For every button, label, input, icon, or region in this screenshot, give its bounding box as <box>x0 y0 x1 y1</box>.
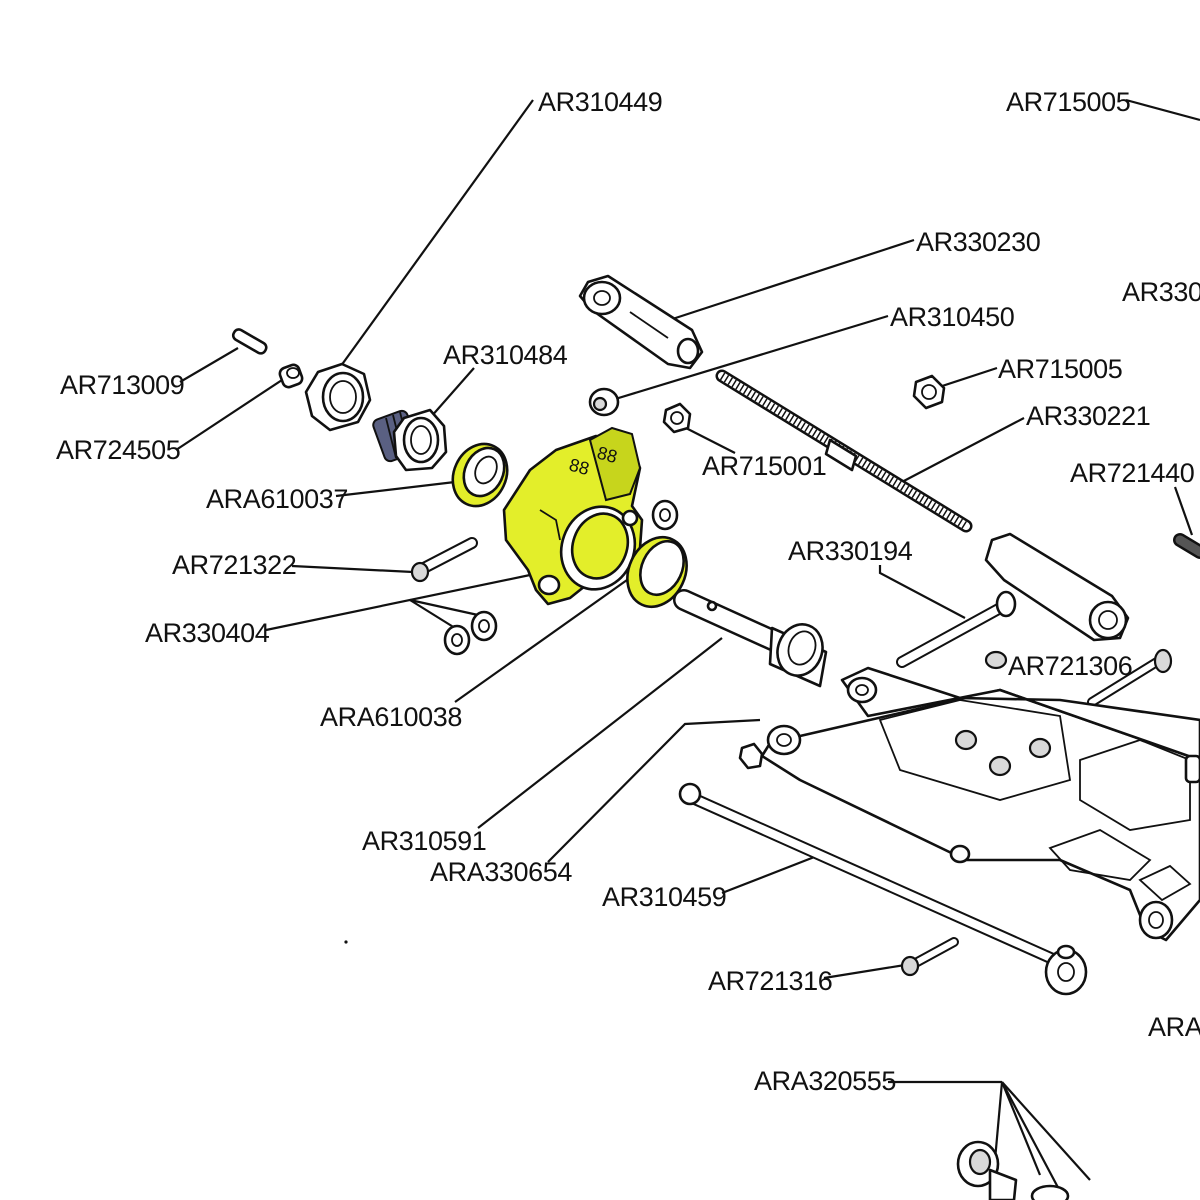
pivot-ball-part <box>588 387 620 417</box>
leader-ara320555-b <box>1000 1081 1042 1176</box>
screw-part-a <box>984 650 1008 670</box>
label-ar330230: AR330230 <box>916 227 1040 257</box>
leader-ara610038 <box>454 579 628 703</box>
leader-ar310591 <box>477 637 723 829</box>
small-spacer-part <box>278 363 304 389</box>
edge-insert-part <box>1184 754 1200 784</box>
label-ara-cut: ARA <box>1148 1012 1200 1042</box>
leader-ar330194 <box>878 565 966 619</box>
label-ar310450: AR310450 <box>890 302 1014 332</box>
locknut-part-c <box>738 742 764 770</box>
leader-ar330221 <box>899 417 1025 484</box>
leader-ar330404-a <box>409 599 456 629</box>
leader-ara320555-c <box>1001 1081 1091 1181</box>
turnbuckle-rod-part <box>715 369 973 533</box>
label-ar715001: AR715001 <box>702 451 826 481</box>
leader-ar721322 <box>291 564 414 574</box>
label-ar721306: AR721306 <box>1008 651 1132 681</box>
label-ar721316: AR721316 <box>708 966 832 996</box>
label-ar310459: AR310459 <box>602 882 726 912</box>
bearing-inner-part <box>451 442 509 508</box>
label-ar310591: AR310591 <box>362 826 486 856</box>
label-ar330404: AR330404 <box>145 618 270 648</box>
label-ar310484: AR310484 <box>443 340 568 370</box>
label-ara610038: ARA610038 <box>320 702 462 732</box>
leader-ara320555-a <box>993 1081 1004 1161</box>
label-ar713009: AR713009 <box>60 370 184 400</box>
bearing-outer-part <box>626 535 688 609</box>
leader-ara330654 <box>547 718 761 863</box>
leader-ar715001 <box>679 424 736 454</box>
leader-ar713009 <box>179 347 239 383</box>
axle-shaft-part <box>673 589 828 688</box>
label-ar3304-cut: AR3304 <box>1122 277 1200 307</box>
leader-ar330230 <box>647 238 915 329</box>
small-pin-part <box>231 328 268 355</box>
label-ar721322: AR721322 <box>172 550 296 580</box>
hub-carrier-part: 88 88 <box>502 426 644 606</box>
leader-ar721440 <box>1173 486 1194 536</box>
leader-ara320555-d <box>1001 1081 1063 1196</box>
label-ara610037: ARA610037 <box>206 484 348 514</box>
leader-ar330404-main <box>265 573 531 632</box>
label-ar715005-top: AR715005 <box>1006 87 1130 117</box>
washer-part-c <box>470 610 498 642</box>
screw-part-b <box>1087 648 1173 707</box>
label-ara320555: ARA320555 <box>754 1066 896 1096</box>
screw-part-c <box>900 937 959 977</box>
leader-ar310484 <box>429 367 475 419</box>
leader-ar330404-b <box>409 598 479 617</box>
label-ar721440: AR721440 <box>1070 458 1194 488</box>
rod-end-lower-part <box>984 532 1130 642</box>
leader-ara610037 <box>335 480 456 498</box>
leader-ar310449 <box>337 99 534 371</box>
locknut-part-b <box>912 374 946 410</box>
leader-ar310450 <box>611 314 889 402</box>
edge-pin-part <box>1173 533 1200 559</box>
stray-dot <box>344 940 348 944</box>
leader-ar721316 <box>823 963 906 980</box>
lower-arm-part <box>760 666 1200 942</box>
label-ara330654: ARA330654 <box>430 857 572 887</box>
hinge-pin-part <box>410 537 478 583</box>
washer-part-a <box>651 499 679 531</box>
rod-end-upper-part <box>578 274 704 370</box>
long-pin-part <box>896 590 1017 668</box>
label-ar330221: AR330221 <box>1026 401 1150 431</box>
hex-hub-part <box>372 408 448 472</box>
leader-ar715005-top <box>1125 98 1200 122</box>
label-ar715005-mid: AR715005 <box>998 354 1122 384</box>
washer-part-b <box>443 624 471 656</box>
part-labels: AR310449 AR715005 AR330230 AR3304 AR3104… <box>56 87 1200 1096</box>
locknut-part-a <box>662 402 692 434</box>
label-ar310449: AR310449 <box>538 87 662 117</box>
label-ar330194: AR330194 <box>788 536 913 566</box>
drive-shaft-part <box>678 782 1088 996</box>
wheel-nut-part <box>304 362 372 432</box>
bushing-part-b <box>1030 1184 1070 1200</box>
bushing-part-a <box>956 1140 1018 1200</box>
leader-ar310459 <box>721 852 823 895</box>
leader-lines <box>175 98 1200 1196</box>
leader-ar724505 <box>175 379 283 451</box>
label-ar724505: AR724505 <box>56 435 180 465</box>
